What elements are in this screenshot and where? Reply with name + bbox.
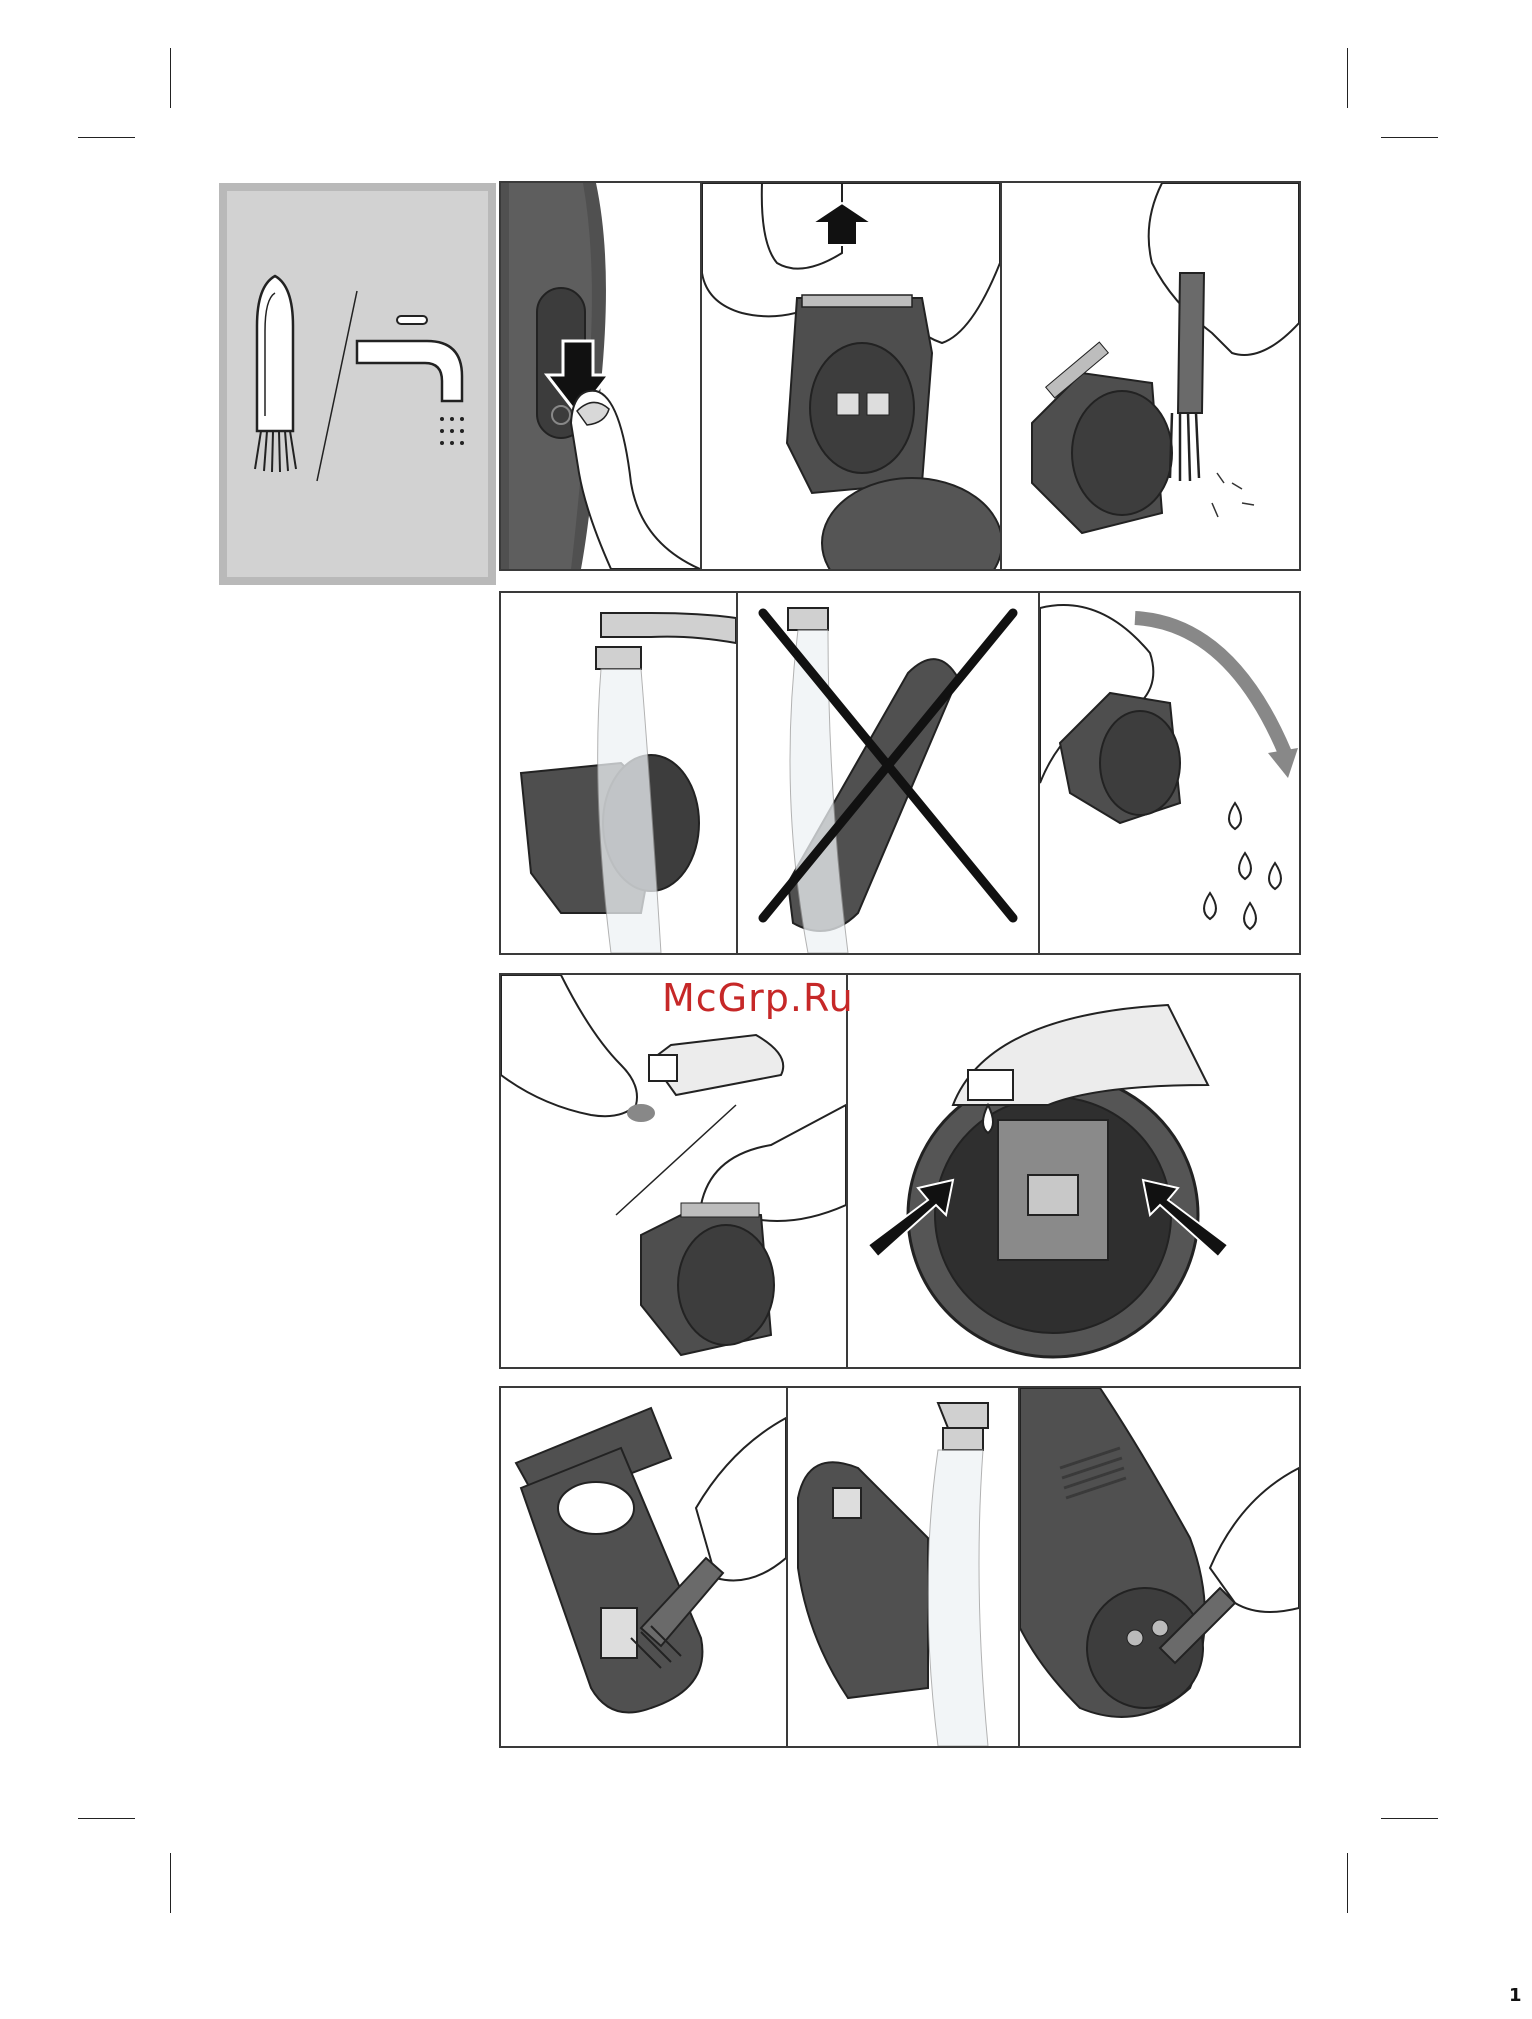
brush-handle-illustration	[1020, 1388, 1299, 1746]
crop-mark-top-left-horizontal	[78, 137, 135, 138]
oil-mechanism-illustration	[848, 975, 1299, 1367]
crop-mark-bottom-right-vertical	[1347, 1853, 1348, 1913]
crop-mark-bottom-left-vertical	[170, 1853, 171, 1913]
legend-separator	[317, 291, 357, 481]
legend-illustration	[227, 191, 488, 577]
crop-mark-bottom-right-horizontal	[1381, 1818, 1438, 1819]
instruction-strip-1	[499, 181, 1301, 571]
panel-shake-dry-head	[1040, 593, 1299, 953]
no-rinse-illustration	[738, 593, 1038, 953]
cleaning-legend-box	[219, 183, 496, 585]
brush-head-illustration	[1002, 183, 1299, 569]
panel-brush-clean-head	[1002, 183, 1299, 569]
panel-brush-comb-attachment	[501, 1388, 786, 1746]
crop-mark-top-right-vertical	[1347, 48, 1348, 108]
panel-brush-handle-contacts	[1020, 1388, 1299, 1746]
instruction-strip-2	[499, 591, 1301, 955]
press-release-illustration	[501, 183, 700, 569]
panel-oil-head-mechanism	[848, 975, 1299, 1367]
panel-rinse-head-under-tap	[501, 593, 736, 953]
panel-rinse-comb-attachment	[788, 1388, 1018, 1746]
crop-mark-top-right-horizontal	[1381, 137, 1438, 138]
panel-do-not-rinse-handle	[738, 593, 1038, 953]
panel-press-release-button	[501, 183, 700, 569]
oil-teeth-illustration	[501, 975, 846, 1367]
remove-head-illustration	[702, 183, 1000, 569]
water-tap-icon	[357, 316, 464, 445]
instruction-strip-3	[499, 973, 1301, 1369]
crop-mark-top-left-vertical	[170, 48, 171, 108]
shake-dry-illustration	[1040, 593, 1299, 953]
cleaning-brush-icon	[255, 276, 296, 472]
page-number: 1	[1509, 1985, 1522, 2006]
panel-oil-cutter-teeth	[501, 975, 846, 1367]
rinse-head-illustration	[501, 593, 736, 953]
crop-mark-bottom-left-horizontal	[78, 1818, 135, 1819]
rinse-comb-illustration	[788, 1388, 1018, 1746]
panel-remove-trimmer-head	[702, 183, 1000, 569]
watermark-text: McGrp.Ru	[662, 976, 854, 1020]
brush-comb-illustration	[501, 1388, 786, 1746]
instruction-strip-4	[499, 1386, 1301, 1748]
